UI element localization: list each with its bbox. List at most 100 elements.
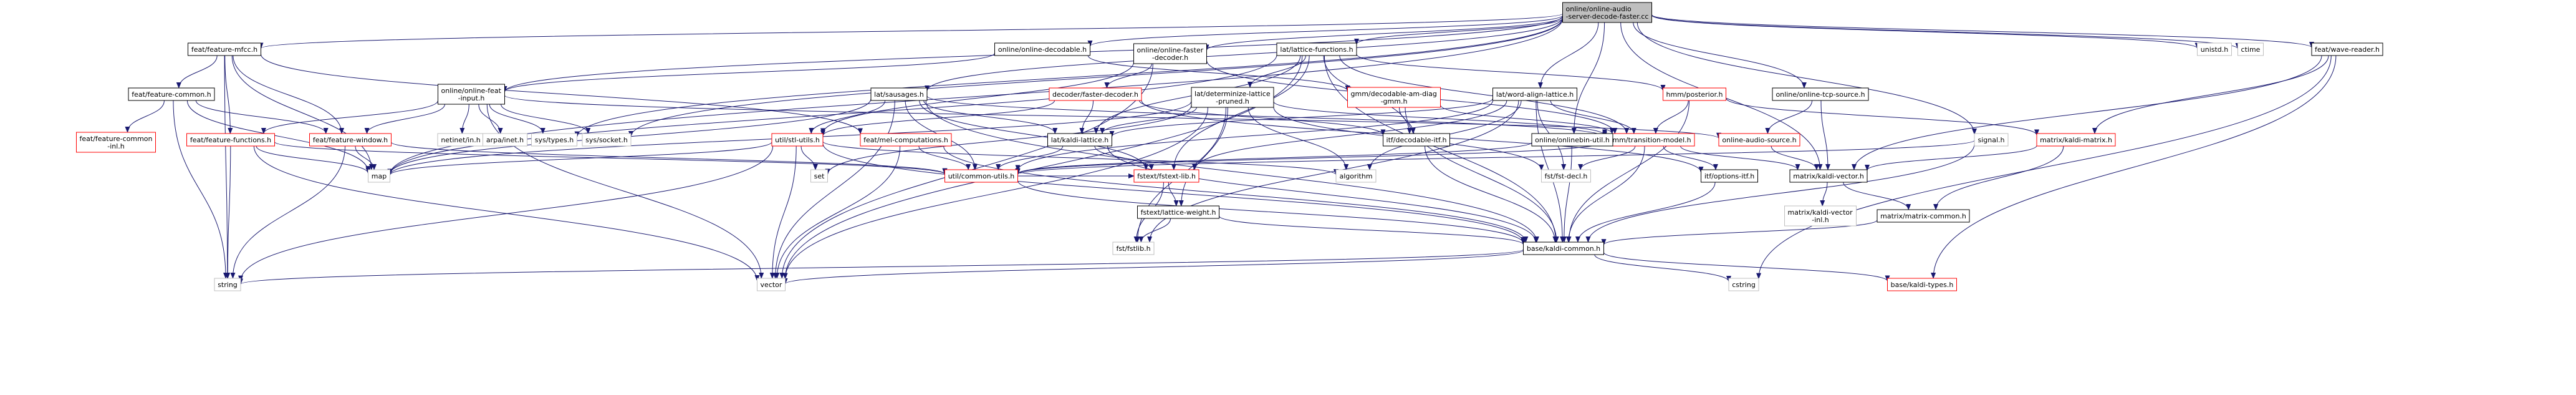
node-lat-lattice-functions[interactable]: lat/lattice-functions.h <box>1276 42 1357 56</box>
edge-decoder-faster-decoder-to-lat-kaldi-lattice <box>1079 100 1094 134</box>
node-box <box>438 84 505 105</box>
node-label: -gmm.h <box>1381 97 1408 105</box>
node-util-stl-utils[interactable]: util/stl-utils.h <box>771 133 824 147</box>
node-box <box>771 133 824 147</box>
node-matrix-matrix-common[interactable]: matrix/matrix-common.h <box>1877 209 1970 223</box>
edge-lat-determinize-lattice-pruned-to-set <box>825 105 1192 175</box>
edge-hmm-transition-model-to-util-common-utils <box>1015 142 1605 175</box>
node-label: set <box>814 172 825 180</box>
edge-online-online-feat-input-to-netinet-in <box>459 104 469 134</box>
node-label: -pruned.h <box>1216 97 1249 105</box>
edge-lat-sausages-to-base-kaldi-common <box>925 100 1539 243</box>
node-netinet-in: netinet/in.h <box>437 133 484 147</box>
node-feat-feature-common[interactable]: feat/feature-common.h <box>128 87 215 101</box>
edge-root-to-feat-feature-mfcc <box>259 13 1563 49</box>
node-itf-options-itf[interactable]: itf/options-itf.h <box>1701 169 1758 183</box>
edge-online-onlinebin-util-to-base-kaldi-common <box>1561 145 1572 243</box>
edge-lat-kaldi-lattice-to-base-kaldi-common <box>1107 145 1539 243</box>
edge-feat-feature-mfcc-to-feat-feature-common <box>176 55 218 89</box>
node-online-onlinebin-util[interactable]: online/onlinebin-util.h <box>1531 133 1613 147</box>
node-box <box>214 278 241 291</box>
node-online-online-faster-decoder[interactable]: online/online-faster-decoder.h <box>1133 43 1207 64</box>
node-feat-feature-common-inl[interactable]: feat/feature-common-inl.h <box>76 132 156 153</box>
node-label: -decoder.h <box>1152 54 1188 62</box>
node-label: online/online-decodable.h <box>998 46 1087 54</box>
edge-feat-mel-computations-to-util-common-utils <box>918 145 971 170</box>
node-online-online-decodable[interactable]: online/online-decodable.h <box>994 42 1090 56</box>
edge-feat-wave-reader-to-matrix-kaldi-matrix <box>2092 55 2329 134</box>
edge-hmm-transition-model-to-fst-fst-decl <box>1578 145 1636 170</box>
dependency-edges <box>125 13 2337 285</box>
node-label: -inl.h <box>1812 216 1829 224</box>
node-feat-feature-mfcc[interactable]: feat/feature-mfcc.h <box>188 42 261 56</box>
node-box <box>582 133 632 147</box>
node-fstext-lattice-weight[interactable]: fstext/lattice-weight.h <box>1137 205 1219 219</box>
node-lat-word-align-lattice[interactable]: lat/word-align-lattice.h <box>1492 87 1577 101</box>
node-matrix-kaldi-matrix[interactable]: matrix/kaldi-matrix.h <box>2036 133 2116 147</box>
node-lat-sausages[interactable]: lat/sausages.h <box>870 87 928 101</box>
node-feat-wave-reader[interactable]: feat/wave-reader.h <box>2311 42 2383 56</box>
node-label: sys/types.h <box>535 136 574 144</box>
edge-hmm-transition-model-to-base-kaldi-common <box>1565 145 1645 243</box>
edge-util-stl-utils-to-set <box>800 145 818 170</box>
node-lat-determinize-lattice-pruned[interactable]: lat/determinize-lattice-pruned.h <box>1191 87 1274 108</box>
node-hmm-transition-model[interactable]: hmm/transition-model.h <box>1604 133 1695 147</box>
node-fstext-fstext-lib[interactable]: fstext/fstext-lib.h <box>1133 169 1199 183</box>
edge-hmm-posterior-to-matrix-kaldi-matrix <box>1726 97 2039 136</box>
edge-gmm-decodable-am-diag-gmm-to-hmm-transition-model <box>1440 105 1615 134</box>
node-matrix-kaldi-vector[interactable]: matrix/kaldi-vector.h <box>1789 169 1868 183</box>
node-label: unistd.h <box>2201 46 2229 54</box>
node-box <box>1492 87 1577 101</box>
node-online-online-tcp-source[interactable]: online/online-tcp-source.h <box>1772 87 1869 101</box>
node-lat-kaldi-lattice[interactable]: lat/kaldi-lattice.h <box>1047 133 1112 147</box>
node-box <box>1133 43 1207 64</box>
edge-lat-lattice-functions-to-lat-determinize-lattice-pruned <box>1247 55 1306 88</box>
edge-decoder-faster-decoder-to-itf-decodable-itf <box>1139 100 1386 136</box>
node-label: lat/word-align-lattice.h <box>1496 90 1574 99</box>
edge-lat-word-align-lattice-to-fstext-fstext-lib <box>1192 100 1507 170</box>
node-root[interactable]: online/online-audio-server-decode-faster… <box>1562 2 1652 23</box>
node-gmm-decodable-am-diag-gmm[interactable]: gmm/decodable-am-diag-gmm.h <box>1347 87 1441 108</box>
node-box <box>368 169 390 183</box>
node-feat-mel-computations[interactable]: feat/mel-computations.h <box>860 133 952 147</box>
node-label: feat/feature-window.h <box>313 136 388 144</box>
node-box <box>1383 133 1450 147</box>
node-label: matrix/kaldi-vector <box>1788 208 1853 217</box>
node-arpa-inet: arpa/inet.h <box>483 133 527 147</box>
edge-feat-feature-mfcc-to-map <box>231 55 374 170</box>
node-box <box>1541 169 1591 183</box>
node-label: util/stl-utils.h <box>775 136 820 144</box>
node-label: online/onlinebin-util.h <box>1535 136 1610 144</box>
node-label: online/online-tcp-source.h <box>1776 90 1865 99</box>
edge-feat-feature-window-to-map <box>355 145 377 170</box>
node-feat-feature-window[interactable]: feat/feature-window.h <box>309 133 392 147</box>
node-online-online-feat-input[interactable]: online/online-feat-input.h <box>438 84 505 105</box>
node-base-kaldi-types[interactable]: base/kaldi-types.h <box>1887 278 1957 291</box>
edge-matrix-kaldi-matrix-to-matrix-kaldi-vector <box>1865 145 2037 171</box>
node-box <box>860 133 952 147</box>
node-base-kaldi-common[interactable]: base/kaldi-common.h <box>1523 241 1604 255</box>
node-hmm-posterior[interactable]: hmm/posterior.h <box>1663 87 1726 101</box>
node-feat-feature-functions[interactable]: feat/feature-functions.h <box>186 133 275 147</box>
node-label: -server-decode-faster.cc <box>1566 12 1649 21</box>
edge-root-to-online-onlinebin-util <box>1571 22 1605 134</box>
node-box <box>1562 2 1652 23</box>
node-label: fst/fst-decl.h <box>1545 172 1588 180</box>
edge-hmm-posterior-to-base-kaldi-common <box>1566 100 1689 243</box>
node-online-audio-source[interactable]: online-audio-source.h <box>1718 133 1800 147</box>
node-box <box>76 132 156 153</box>
node-itf-decodable-itf[interactable]: itf/decodable-itf.h <box>1383 133 1450 147</box>
edge-online-online-tcp-source-to-matrix-kaldi-vector <box>1820 100 1831 170</box>
node-label: fstext/lattice-weight.h <box>1141 208 1216 217</box>
node-label: itf/options-itf.h <box>1704 172 1754 180</box>
edge-online-audio-source-to-matrix-kaldi-vector <box>1771 145 1819 170</box>
node-box <box>944 169 1018 183</box>
edge-feat-wave-reader-to-matrix-kaldi-vector <box>1852 55 2322 170</box>
edge-online-online-feat-input-to-sys-types <box>489 104 545 134</box>
node-util-common-utils[interactable]: util/common-utils.h <box>944 169 1018 183</box>
node-box <box>1663 87 1726 101</box>
node-label: signal.h <box>1978 136 2004 144</box>
node-decoder-faster-decoder[interactable]: decoder/faster-decoder.h <box>1049 87 1142 101</box>
edge-itf-decodable-itf-to-base-kaldi-common <box>1425 145 1558 243</box>
edge-online-online-faster-decoder-to-decoder-faster-decoder <box>1104 63 1152 89</box>
